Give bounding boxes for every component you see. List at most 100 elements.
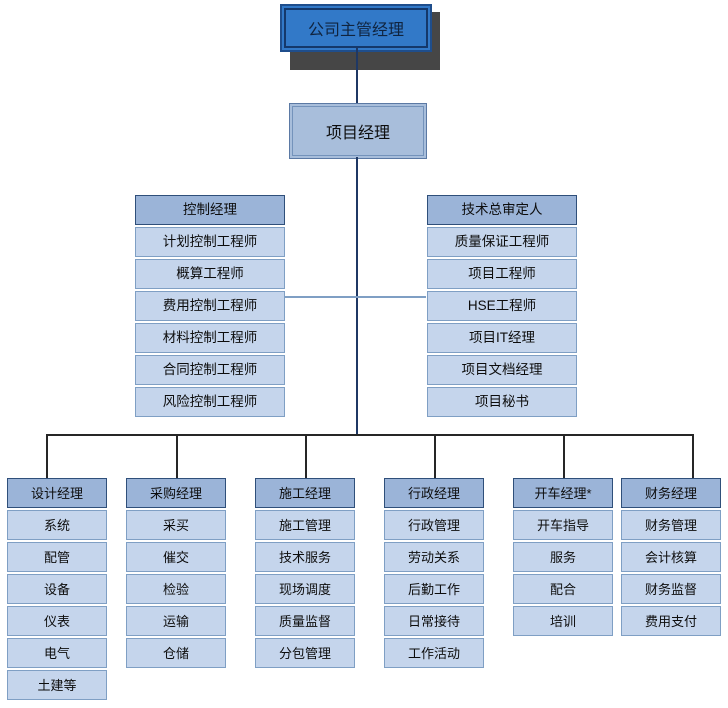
leaf-column-design-item[interactable]: 设备 [7, 574, 107, 604]
leaf-column-administration-item[interactable]: 工作活动 [384, 638, 484, 668]
leaf-column-procurement-item[interactable]: 仓储 [126, 638, 226, 668]
leaf-column-design-item[interactable]: 系统 [7, 510, 107, 540]
leaf-column-procurement: 采购经理 采买 催交 检验 运输 仓储 [126, 478, 226, 670]
leaf-column-design-item-label: 配管 [43, 549, 70, 565]
connector-bottom-bus [46, 434, 692, 436]
connector-executive-to-pm [356, 48, 358, 103]
leaf-column-construction-item-label: 施工管理 [278, 517, 331, 533]
leaf-column-construction-item[interactable]: 分包管理 [255, 638, 355, 668]
leaf-column-design-item[interactable]: 仪表 [7, 606, 107, 636]
leaf-column-startup-item[interactable]: 培训 [513, 606, 613, 636]
leaf-column-startup-item[interactable]: 开车指导 [513, 510, 613, 540]
mid-column-technical-item[interactable]: HSE工程师 [427, 291, 577, 321]
leaf-column-startup-item-label: 开车指导 [536, 517, 589, 533]
leaf-column-construction-item[interactable]: 现场调度 [255, 574, 355, 604]
leaf-column-finance-header[interactable]: 财务经理 [621, 478, 721, 508]
leaf-column-procurement-header[interactable]: 采购经理 [126, 478, 226, 508]
leaf-column-procurement-item[interactable]: 采买 [126, 510, 226, 540]
mid-column-control-item-label: 材料控制工程师 [162, 330, 258, 346]
mid-column-technical-item-label: 质量保证工程师 [454, 234, 550, 250]
mid-column-control-item[interactable]: 费用控制工程师 [135, 291, 285, 321]
leaf-column-procurement-item[interactable]: 催交 [126, 542, 226, 572]
leaf-column-procurement-item-label: 仓储 [162, 645, 189, 661]
mid-column-control-item-label: 费用控制工程师 [162, 298, 258, 314]
leaf-column-procurement-item[interactable]: 运输 [126, 606, 226, 636]
leaf-column-finance-item[interactable]: 财务监督 [621, 574, 721, 604]
leaf-column-administration-item[interactable]: 后勤工作 [384, 574, 484, 604]
leaf-column-startup-item[interactable]: 配合 [513, 574, 613, 604]
leaf-column-startup-header[interactable]: 开车经理* [513, 478, 613, 508]
leaf-column-design-item[interactable]: 土建等 [7, 670, 107, 700]
leaf-column-finance-item[interactable]: 会计核算 [621, 542, 721, 572]
leaf-column-finance-header-label: 财务经理 [644, 485, 697, 501]
mid-column-control-item-label: 计划控制工程师 [162, 234, 258, 250]
leaf-column-startup-item-label: 配合 [549, 581, 576, 597]
connector-drop-design [46, 434, 48, 478]
leaf-column-design-header-label: 设计经理 [30, 485, 83, 501]
leaf-column-administration-item[interactable]: 行政管理 [384, 510, 484, 540]
leaf-column-design-item[interactable]: 电气 [7, 638, 107, 668]
mid-column-technical-item[interactable]: 项目IT经理 [427, 323, 577, 353]
leaf-column-design-header[interactable]: 设计经理 [7, 478, 107, 508]
connector-drop-administration [434, 434, 436, 478]
mid-column-control-item[interactable]: 计划控制工程师 [135, 227, 285, 257]
connector-trunk-to-technical-group [356, 296, 426, 298]
leaf-column-administration-item-label: 工作活动 [407, 645, 460, 661]
leaf-column-startup-item[interactable]: 服务 [513, 542, 613, 572]
mid-column-control-header[interactable]: 控制经理 [135, 195, 285, 225]
mid-column-control-item-label: 合同控制工程师 [162, 362, 258, 378]
leaf-column-finance-item-label: 会计核算 [644, 549, 697, 565]
leaf-column-finance-item-label: 财务管理 [644, 517, 697, 533]
leaf-column-administration-item[interactable]: 劳动关系 [384, 542, 484, 572]
leaf-column-construction-item-label: 现场调度 [278, 581, 331, 597]
mid-column-technical-item-label: 项目文档经理 [461, 362, 543, 378]
mid-column-technical-item-label: 项目工程师 [468, 266, 536, 282]
connector-drop-procurement [176, 434, 178, 478]
mid-column-control: 控制经理 计划控制工程师 概算工程师 费用控制工程师 材料控制工程师 合同控制工… [135, 195, 285, 419]
leaf-column-administration-header[interactable]: 行政经理 [384, 478, 484, 508]
connector-drop-startup [563, 434, 565, 478]
leaf-column-design-item-label: 仪表 [43, 613, 70, 629]
mid-column-technical-item[interactable]: 质量保证工程师 [427, 227, 577, 257]
mid-column-technical-item[interactable]: 项目文档经理 [427, 355, 577, 385]
leaf-column-finance-item-label: 财务监督 [644, 581, 697, 597]
leaf-column-construction-item[interactable]: 施工管理 [255, 510, 355, 540]
leaf-column-construction-item[interactable]: 质量监督 [255, 606, 355, 636]
mid-column-technical-header[interactable]: 技术总审定人 [427, 195, 577, 225]
leaf-column-administration: 行政经理 行政管理 劳动关系 后勤工作 日常接待 工作活动 [384, 478, 484, 670]
mid-column-control-item[interactable]: 概算工程师 [135, 259, 285, 289]
leaf-column-procurement-header-label: 采购经理 [149, 485, 202, 501]
leaf-column-design-item-label: 电气 [43, 645, 70, 661]
leaf-column-design-item[interactable]: 配管 [7, 542, 107, 572]
leaf-column-finance: 财务经理 财务管理 会计核算 财务监督 费用支付 [621, 478, 721, 638]
mid-column-technical-item-label: HSE工程师 [467, 298, 537, 314]
mid-column-technical-item-label: 项目IT经理 [469, 330, 535, 346]
leaf-column-construction-item[interactable]: 技术服务 [255, 542, 355, 572]
mid-column-technical-item[interactable]: 项目秘书 [427, 387, 577, 417]
mid-column-technical-header-label: 技术总审定人 [461, 202, 543, 218]
mid-column-technical-item-label: 项目秘书 [475, 394, 529, 410]
leaf-column-construction-item-label: 技术服务 [278, 549, 331, 565]
leaf-column-procurement-item-label: 催交 [162, 549, 189, 565]
mid-column-control-item[interactable]: 材料控制工程师 [135, 323, 285, 353]
leaf-column-construction-item-label: 质量监督 [278, 613, 331, 629]
leaf-column-procurement-item-label: 采买 [162, 517, 189, 533]
leaf-column-startup-header-label: 开车经理* [534, 485, 592, 501]
leaf-column-procurement-item[interactable]: 检验 [126, 574, 226, 604]
connector-drop-construction [305, 434, 307, 478]
leaf-column-construction-header-label: 施工经理 [278, 485, 331, 501]
leaf-column-administration-item-label: 劳动关系 [407, 549, 460, 565]
leaf-column-startup: 开车经理* 开车指导 服务 配合 培训 [513, 478, 613, 638]
leaf-column-construction-header[interactable]: 施工经理 [255, 478, 355, 508]
leaf-column-procurement-item-label: 运输 [162, 613, 189, 629]
leaf-column-design-item-label: 设备 [43, 581, 70, 597]
mid-column-technical-item[interactable]: 项目工程师 [427, 259, 577, 289]
mid-column-control-item[interactable]: 风险控制工程师 [135, 387, 285, 417]
leaf-column-finance-item[interactable]: 费用支付 [621, 606, 721, 636]
leaf-column-finance-item[interactable]: 财务管理 [621, 510, 721, 540]
mid-column-control-item-label: 概算工程师 [176, 266, 244, 282]
leaf-column-design-item-label: 土建等 [37, 677, 77, 693]
leaf-column-administration-item[interactable]: 日常接待 [384, 606, 484, 636]
leaf-column-administration-header-label: 行政经理 [407, 485, 460, 501]
mid-column-control-item[interactable]: 合同控制工程师 [135, 355, 285, 385]
